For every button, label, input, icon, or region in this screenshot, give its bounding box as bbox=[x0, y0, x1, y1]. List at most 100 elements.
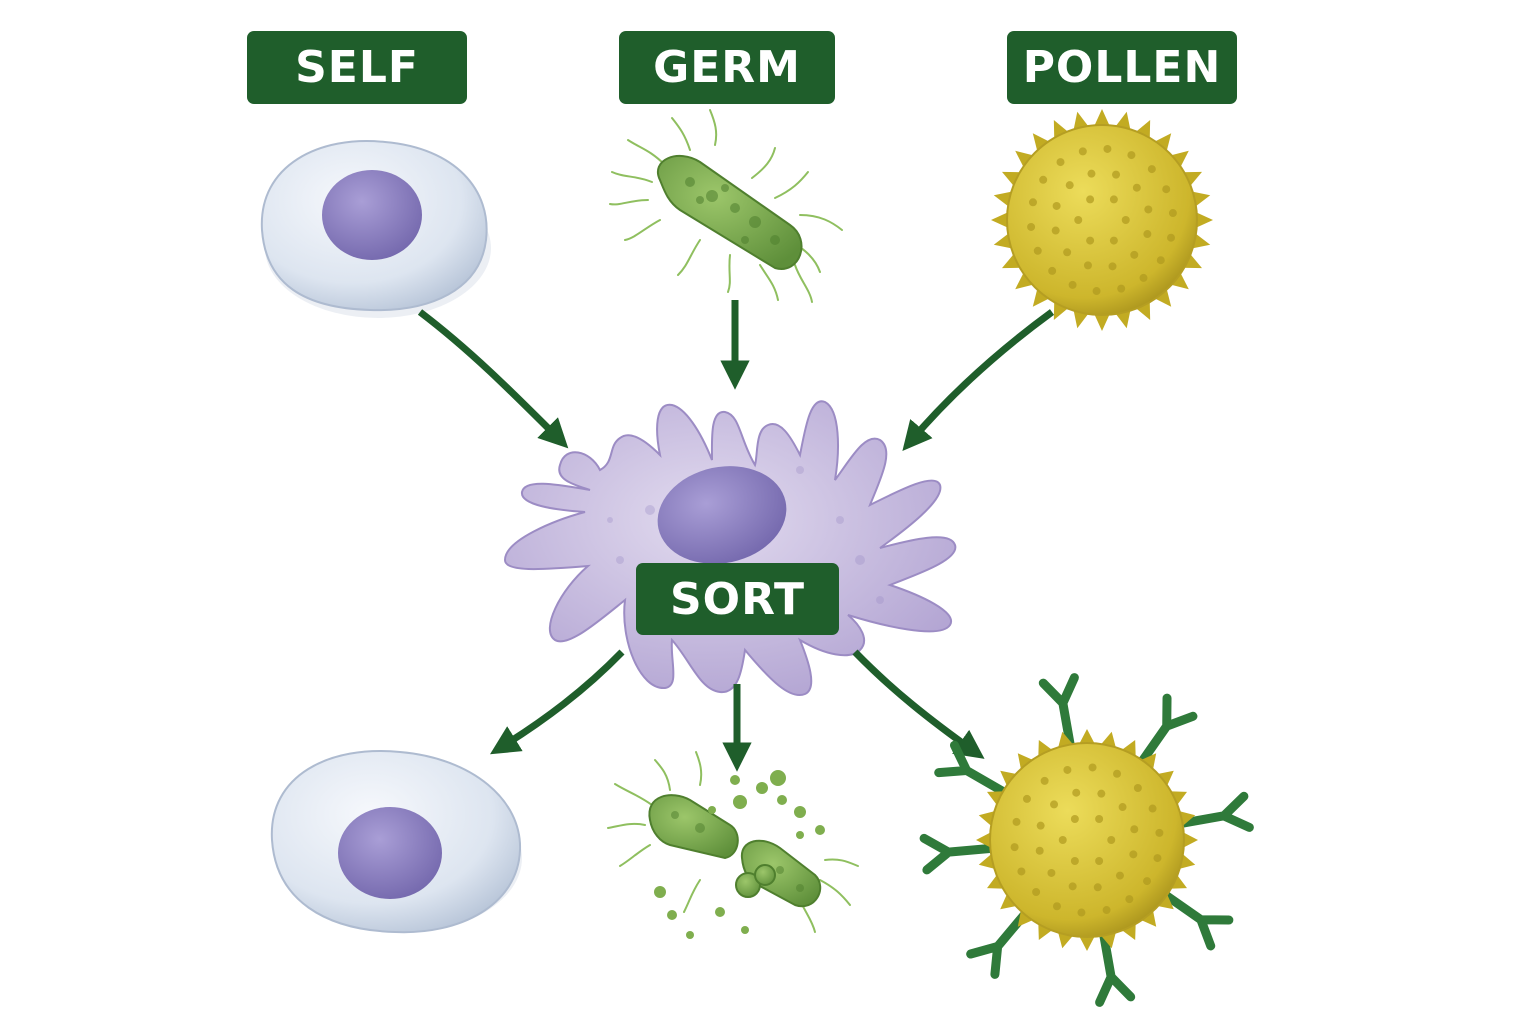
unharmed-self-cell-icon bbox=[270, 750, 522, 934]
pollen-dot bbox=[1051, 226, 1060, 235]
pollen-spike bbox=[1032, 287, 1051, 307]
pollen-dot bbox=[1087, 169, 1096, 178]
antibody bbox=[1157, 888, 1234, 951]
antibody bbox=[1095, 926, 1136, 1007]
pollen-dot bbox=[1133, 784, 1142, 793]
pollen-dot bbox=[1118, 803, 1127, 812]
pollen-spike bbox=[1078, 729, 1096, 746]
pollen-spike bbox=[1153, 133, 1172, 153]
pollen-dot bbox=[1027, 222, 1036, 231]
pollen-spike bbox=[1153, 287, 1172, 307]
pollen-dot bbox=[1130, 825, 1139, 834]
pollen-dot bbox=[1130, 250, 1139, 259]
pollen-spike bbox=[1078, 934, 1096, 951]
pollen-dot bbox=[1068, 882, 1077, 891]
pollen-dot bbox=[1036, 821, 1045, 830]
pollen-dot bbox=[1168, 209, 1177, 218]
pollen-dot bbox=[1167, 233, 1176, 242]
pollen-dot bbox=[1117, 284, 1126, 293]
pollen-dot bbox=[1086, 236, 1095, 245]
pollen-dot bbox=[1127, 151, 1136, 160]
pollen-dot bbox=[1086, 195, 1095, 204]
pollen-dot bbox=[1074, 216, 1083, 224]
arrow-self-to-sort bbox=[417, 309, 569, 449]
antibody bbox=[934, 740, 1012, 799]
pollen-dot bbox=[1129, 850, 1138, 859]
bacterium-icon bbox=[609, 109, 843, 303]
pollen-dot bbox=[1070, 814, 1079, 823]
pollen-dot bbox=[1047, 868, 1056, 877]
pollen-dot bbox=[1107, 836, 1116, 844]
pollen-dot bbox=[1108, 262, 1117, 271]
pollen-spike bbox=[1015, 271, 1035, 290]
pollen-dot bbox=[1048, 266, 1057, 275]
label-pollen: POLLEN bbox=[1007, 31, 1237, 104]
pollen-dot bbox=[1052, 201, 1061, 210]
pollen-spike bbox=[1169, 271, 1189, 290]
pollen-spike bbox=[1181, 831, 1198, 849]
label-germ: GERM bbox=[619, 31, 835, 104]
pollen-grain-icon bbox=[991, 109, 1213, 331]
pollen-dot bbox=[1095, 857, 1104, 866]
pollen-dot bbox=[1072, 788, 1081, 797]
pollen-dot bbox=[1102, 906, 1111, 915]
pollen-dot bbox=[1092, 287, 1101, 296]
pollen-dot bbox=[1063, 765, 1072, 774]
antibody bbox=[1135, 693, 1198, 770]
pollen-dot bbox=[1052, 902, 1061, 911]
pollen-dot bbox=[1095, 814, 1104, 823]
pollen-dot bbox=[1063, 248, 1072, 257]
pollen-dot bbox=[1115, 871, 1124, 880]
pollen-dot bbox=[1083, 261, 1092, 270]
pollen-dot bbox=[1153, 854, 1162, 863]
label-sort: SORT bbox=[636, 563, 839, 635]
pollen-dot bbox=[1032, 887, 1041, 896]
pollen-dot bbox=[1143, 230, 1152, 239]
destroyed-bacterium-icon bbox=[607, 751, 859, 939]
pollen-dot bbox=[1017, 867, 1026, 876]
pollen-dot bbox=[1058, 836, 1067, 844]
pollen-dot bbox=[1065, 181, 1074, 190]
pollen-dot bbox=[1156, 256, 1165, 265]
pollen-dot bbox=[1144, 205, 1153, 214]
pollen-dot bbox=[1010, 843, 1019, 852]
pollen-dot bbox=[1143, 877, 1152, 886]
pollen-dot bbox=[1103, 144, 1112, 153]
pollen-dot bbox=[1077, 908, 1086, 917]
pollen-dot bbox=[1109, 236, 1118, 245]
pollen-dot bbox=[1148, 804, 1157, 813]
pollen-dot bbox=[1040, 776, 1049, 785]
pollen-dot bbox=[1039, 175, 1048, 184]
pollen-dot bbox=[1056, 158, 1065, 167]
antibody-tagged-pollen-icon bbox=[919, 673, 1254, 1007]
antibody bbox=[1038, 673, 1079, 754]
pollen-dot bbox=[1121, 216, 1130, 224]
pollen-dot bbox=[1132, 183, 1141, 192]
pollen-dot bbox=[1093, 883, 1102, 892]
dendritic-cell-icon bbox=[503, 400, 957, 697]
pollen-dot bbox=[1155, 828, 1164, 837]
antibody bbox=[1173, 791, 1254, 832]
pollen-dot bbox=[1147, 165, 1156, 174]
pollen-spike bbox=[1032, 133, 1051, 153]
pollen-dot bbox=[1022, 794, 1031, 803]
self-cell-icon bbox=[260, 140, 491, 318]
pollen-dot bbox=[1033, 246, 1042, 255]
antibody bbox=[919, 833, 1000, 875]
pollen-dot bbox=[1035, 846, 1044, 855]
arrow-sort-to-pollen bbox=[852, 649, 985, 759]
pollen-dot bbox=[1109, 195, 1118, 204]
pollen-dot bbox=[1162, 185, 1171, 194]
pollen-spike bbox=[1093, 109, 1111, 128]
pollen-dot bbox=[1125, 895, 1134, 904]
pollen-dot bbox=[1078, 147, 1087, 156]
pollen-dot bbox=[1012, 817, 1021, 826]
pollen-dot bbox=[1113, 769, 1122, 778]
pollen-dot bbox=[1070, 857, 1079, 866]
pollen-dot bbox=[1050, 800, 1059, 809]
pollen-dot bbox=[1028, 198, 1037, 207]
pollen-dot bbox=[1112, 170, 1121, 179]
pollen-dot bbox=[1097, 789, 1106, 798]
pollen-dot bbox=[1139, 273, 1148, 282]
